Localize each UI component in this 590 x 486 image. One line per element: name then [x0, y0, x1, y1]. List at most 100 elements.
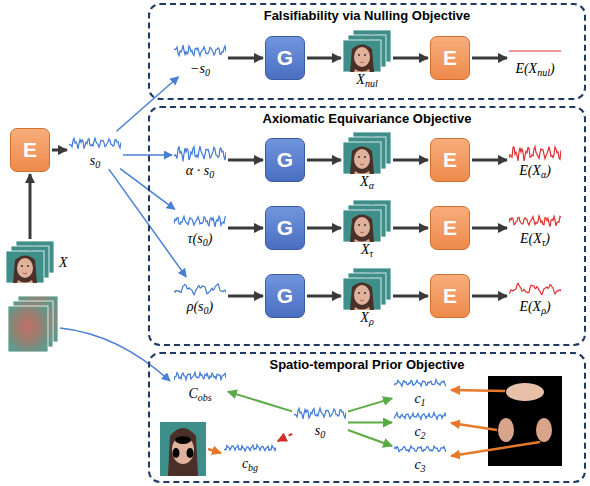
subscript: obs — [198, 392, 212, 403]
signal-waveform: c1 — [394, 375, 446, 406]
signal-trace — [509, 50, 561, 51]
eye — [364, 54, 366, 56]
waveform — [394, 408, 446, 424]
video-frame — [343, 278, 381, 310]
cheek-region — [536, 418, 552, 442]
subscript: α — [369, 180, 374, 191]
signal-trace — [509, 215, 561, 226]
subscript: 1 — [421, 397, 426, 408]
face — [354, 149, 370, 169]
frame-label: Xnul — [356, 72, 377, 87]
output-signal: E(Xnul) — [509, 41, 561, 76]
box-letter: G — [277, 46, 293, 70]
panel-title: Falsifiability via Nulling Objective — [150, 8, 584, 23]
subscript: nul — [537, 67, 550, 78]
eye — [358, 54, 360, 56]
eye — [364, 292, 366, 294]
mouth — [360, 231, 364, 233]
objective-panel: Axiomatic Equivariance Objective α · s0 G X… — [148, 106, 586, 346]
neck — [354, 171, 370, 174]
subscript: 0 — [320, 429, 325, 440]
signal-trace — [394, 446, 446, 452]
subscript: ρ — [369, 316, 374, 327]
flow-arrow — [228, 295, 263, 298]
eye — [364, 156, 366, 158]
flow-arrow — [228, 159, 263, 162]
signal-label: ρ(s0) — [187, 299, 214, 314]
video-frames: X — [6, 241, 68, 283]
video-frames: Xα — [343, 132, 391, 189]
subscript: 0 — [205, 67, 210, 78]
flow-arrow — [472, 227, 507, 230]
signal-label: E(Xα) — [519, 163, 551, 178]
frame-label: Xτ — [361, 242, 373, 257]
signal-waveform: c2 — [394, 408, 446, 439]
face — [354, 285, 370, 305]
mask — [175, 436, 191, 444]
flow-arrow — [472, 295, 507, 298]
eye — [358, 224, 360, 226]
subscript: 3 — [421, 463, 426, 474]
signal-label: τ(s0) — [188, 231, 213, 246]
prior-arrow — [228, 392, 292, 412]
waveform — [174, 41, 226, 61]
waveform — [294, 403, 346, 423]
signal-trace — [394, 412, 446, 419]
frame-bg — [6, 251, 44, 283]
signal-trace — [174, 45, 226, 56]
box-letter: G — [277, 284, 293, 308]
waveform — [174, 211, 226, 231]
signal-trace — [174, 372, 226, 380]
objective-panel: Falsifiability via Nulling Objective −s0 G… — [148, 3, 586, 100]
signal-trace — [509, 283, 561, 294]
signal-label: −s0 — [190, 61, 210, 76]
waveform — [509, 41, 561, 61]
frame-label: Xρ — [360, 310, 373, 325]
encoder-box: E — [430, 138, 470, 182]
region-arrow — [451, 423, 497, 430]
encoder-box: E — [430, 36, 470, 80]
encoder-box: E — [10, 128, 50, 172]
video-frame — [343, 142, 381, 174]
frame-bg — [160, 422, 206, 476]
signal-waveform: α · s0 — [174, 143, 226, 178]
video-frame — [6, 251, 44, 283]
subscript: 2 — [421, 430, 426, 441]
signal-label: E(Xnul) — [515, 61, 554, 76]
video-frames-picture — [343, 200, 391, 242]
subscript: 0 — [209, 169, 214, 180]
waveform — [394, 441, 446, 457]
flow-arrow — [307, 57, 341, 60]
generator-box: G — [265, 36, 305, 80]
background-face — [160, 422, 206, 476]
hair — [350, 214, 374, 242]
flow-arrow — [307, 227, 341, 230]
face-region-masks — [488, 376, 562, 466]
eye — [358, 292, 360, 294]
signal-label: E(Xρ) — [519, 299, 550, 314]
signal-waveform: s0 — [294, 403, 346, 438]
waveform — [224, 440, 276, 456]
box-letter: G — [277, 148, 293, 172]
waveform — [394, 375, 446, 391]
mask — [187, 448, 194, 458]
mask-ground — [488, 376, 562, 466]
encoder-box: E — [430, 206, 470, 250]
panel-title: Axiomatic Equivariance Objective — [150, 111, 584, 126]
color-map-frames — [8, 296, 58, 352]
hair — [350, 44, 374, 72]
video-frame — [343, 40, 381, 72]
signal-waveform: c3 — [394, 441, 446, 472]
flow-arrow — [472, 159, 507, 162]
eye — [21, 265, 23, 267]
flow-arrow — [228, 227, 263, 230]
cheek-region — [498, 418, 514, 442]
frame-bg — [343, 278, 381, 310]
neck — [354, 239, 370, 242]
signal-trace — [294, 408, 346, 419]
signal-waveform: Cobs — [174, 366, 226, 401]
waveform — [174, 143, 226, 163]
waveform — [509, 143, 561, 163]
box-letter: E — [443, 216, 457, 240]
signal-label: s0 — [90, 153, 100, 168]
